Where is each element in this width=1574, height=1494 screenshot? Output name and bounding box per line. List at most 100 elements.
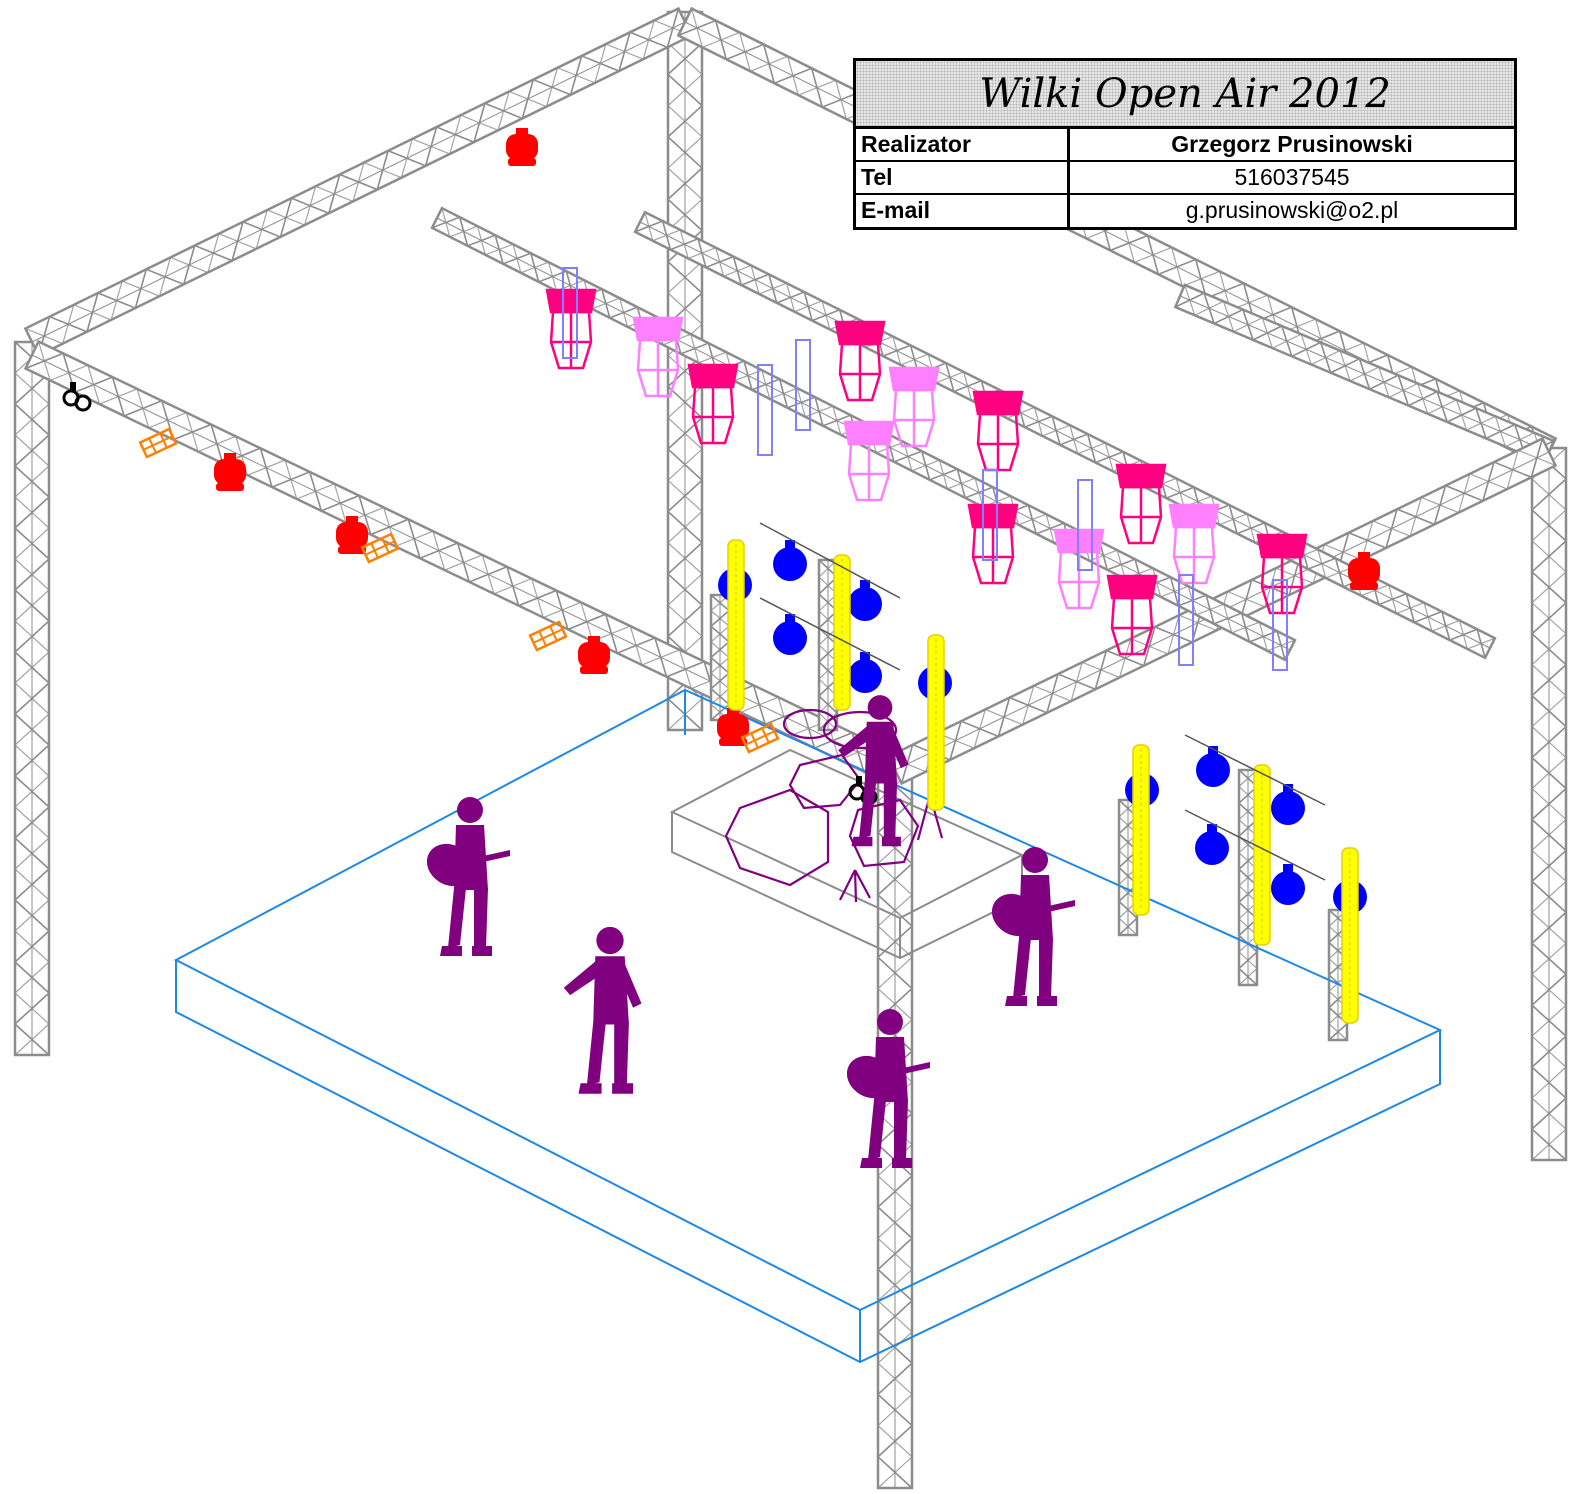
label-email: E-mail	[856, 195, 1070, 227]
tom-1	[788, 753, 862, 810]
par-lens	[580, 666, 608, 674]
blinder-body	[1195, 831, 1229, 865]
strobe-icon	[1253, 764, 1271, 946]
guitar-body	[846, 1055, 894, 1099]
par-yoke	[516, 128, 528, 136]
scanner-ribs	[365, 537, 395, 559]
foot-left	[860, 1158, 882, 1168]
led-bar-icon	[757, 364, 773, 456]
blinder-icon	[1195, 824, 1229, 865]
par-yoke	[346, 516, 358, 524]
blinder-body	[848, 587, 882, 621]
par-yoke	[1358, 552, 1370, 560]
stage-front-edge	[175, 960, 1441, 1364]
led-bar-icon	[982, 469, 998, 561]
foot-left	[578, 1083, 602, 1094]
title-block-row-tel: Tel 516037545	[856, 162, 1514, 195]
moving-head-icon	[834, 320, 886, 402]
title-block-row-email: E-mail g.prusinowski@o2.pl	[856, 195, 1514, 227]
par-lens	[216, 483, 244, 491]
guitar-body	[426, 843, 474, 887]
mh-cage	[1174, 527, 1214, 583]
leg-left	[586, 1022, 606, 1086]
leg-left	[448, 888, 466, 948]
leg-left	[868, 1100, 886, 1160]
value-tel: 516037545	[1234, 164, 1350, 190]
truss-top-back-b	[1173, 283, 1556, 465]
par-yoke	[224, 453, 236, 461]
foot-right	[892, 1158, 912, 1168]
blinder-hook	[860, 652, 870, 662]
truss-ladder-1-lattice	[709, 594, 731, 721]
scanner-icon	[528, 620, 568, 652]
mh-base	[843, 420, 895, 446]
guitar-neck	[465, 850, 510, 866]
mh-cage	[894, 390, 934, 446]
moving-head-icon	[1106, 574, 1158, 656]
guitar-neck	[885, 1062, 930, 1078]
truss-top-left	[23, 6, 694, 358]
scanner-ribs	[533, 625, 563, 647]
label-realizator: Realizator	[856, 129, 1070, 160]
performer-icon	[991, 847, 1075, 1006]
mh-cage	[1121, 487, 1161, 543]
truss-ladder-2	[817, 558, 839, 732]
guitar-neck	[1030, 900, 1075, 916]
truss-top-front-left	[23, 339, 904, 786]
par-body	[506, 134, 538, 160]
blinder-hook	[1207, 824, 1217, 834]
foot-left	[851, 836, 873, 847]
blinder-icon	[848, 652, 882, 693]
mh-cage	[978, 414, 1018, 470]
blinder-icon	[773, 540, 807, 581]
par-body	[214, 459, 246, 485]
foot-left	[440, 946, 462, 956]
strobe-icon	[1132, 744, 1150, 916]
spot-icon	[62, 382, 92, 412]
par-can-icon	[717, 708, 749, 746]
project-title: Wilki Open Air 2012	[856, 61, 1514, 129]
par-body	[1348, 558, 1380, 584]
foot-right	[881, 836, 901, 847]
head	[457, 797, 483, 823]
truss-inner-2-chord	[639, 221, 1491, 649]
truss-inner-2-lattice	[634, 219, 1486, 659]
bass-drum	[724, 788, 830, 887]
truss-structure	[13, 6, 1568, 1490]
blinder-body	[773, 621, 807, 655]
performer-icon	[563, 926, 642, 1094]
blinder-body	[1271, 791, 1305, 825]
head	[596, 926, 624, 955]
par-body	[336, 522, 368, 548]
par-lens	[338, 546, 366, 554]
mh-base	[1256, 533, 1308, 559]
mh-cage	[693, 387, 733, 443]
par-can-icon	[506, 128, 538, 166]
blinder-icon	[1271, 864, 1305, 905]
par-lens	[719, 738, 747, 746]
arm-right	[887, 728, 909, 769]
strobe-icon	[833, 554, 851, 711]
scanner-icon	[360, 532, 400, 564]
truss-ladder-4	[1237, 768, 1259, 987]
mh-cage	[1112, 598, 1152, 654]
performer-icon	[846, 1009, 930, 1168]
cymbal-1	[822, 710, 898, 750]
head	[877, 1009, 903, 1035]
blinder-hook	[1283, 784, 1293, 794]
blinder-body	[1196, 753, 1230, 787]
blinder-hook	[1208, 746, 1218, 756]
truss-inner-2	[633, 210, 1497, 660]
truss-ladder-1	[709, 593, 731, 722]
head	[1022, 847, 1048, 873]
mh-cage	[638, 340, 678, 396]
foot-right	[612, 1083, 634, 1094]
mh-cage	[973, 527, 1013, 583]
led-bar-icon	[1178, 574, 1194, 666]
guitar-body	[991, 893, 1039, 937]
strobe-body	[927, 634, 945, 811]
par-body	[578, 642, 610, 668]
performer-icon	[426, 797, 510, 956]
blinder-bar	[759, 597, 901, 671]
